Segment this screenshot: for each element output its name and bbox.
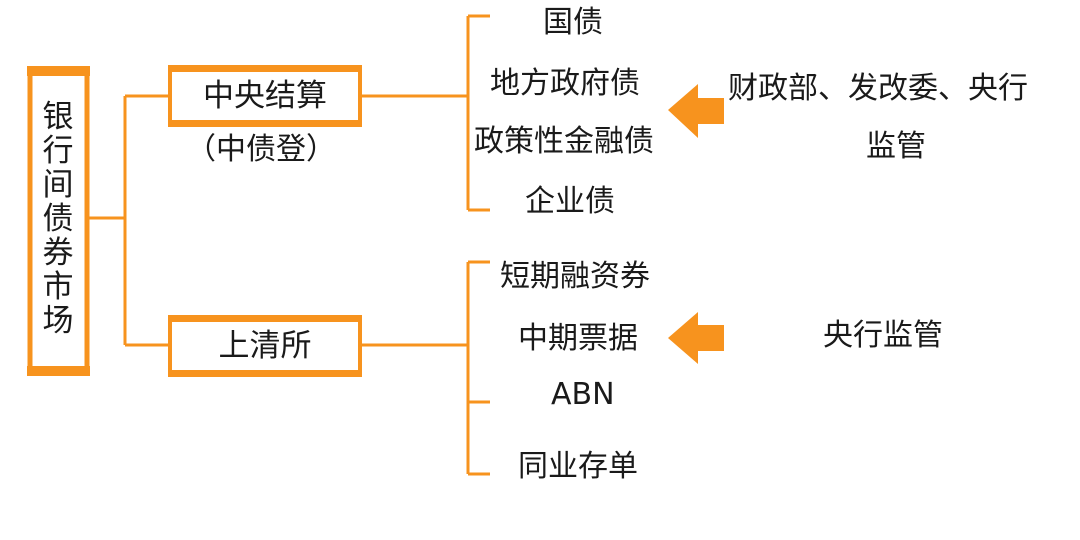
root-box-bottom-bar: [27, 366, 90, 376]
regulator-label: 监管: [866, 129, 926, 164]
branch-box-shanghai-clearing-top: [168, 315, 362, 322]
arrow-left-icon: [668, 84, 724, 138]
list-item: 国债: [543, 5, 603, 40]
branch-box-shanghai-clearing-bottom: [168, 370, 362, 377]
root-label: 银行间债券市场: [42, 99, 74, 339]
regulator-label: 央行监管: [823, 318, 943, 353]
list-item: 同业存单: [518, 449, 638, 484]
list-item: 地方政府债: [490, 66, 640, 101]
list-item: 短期融资券: [500, 259, 650, 294]
list-item: 中期票据: [518, 321, 638, 356]
branch-box-central-clearing-top: [168, 65, 362, 72]
root-connector: [87, 94, 170, 347]
arrow-left-icon: [668, 312, 724, 364]
root-box-top-bar: [27, 66, 90, 76]
branch-sublabel-central-clearing: （中债登）: [186, 132, 336, 167]
list-item: ABN: [551, 377, 615, 412]
list-item: 企业债: [525, 184, 615, 219]
branch1-bracket: [360, 14, 490, 212]
branch-label-shanghai-clearing: 上清所: [218, 328, 312, 364]
branch2-bracket: [360, 260, 490, 476]
branch-label-central-clearing: 中央结算: [203, 78, 327, 114]
regulator-label: 财政部、发改委、央行: [728, 71, 1028, 106]
branch-box-central-clearing-bottom: [168, 120, 362, 127]
list-item: 政策性金融债: [474, 124, 654, 159]
